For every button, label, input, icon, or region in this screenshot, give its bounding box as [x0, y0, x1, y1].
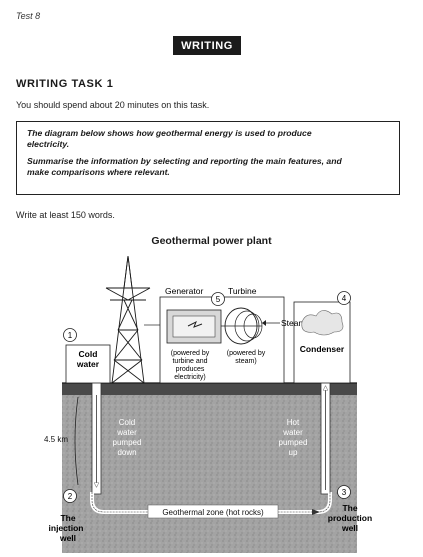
geothermal-zone-label: Geothermal zone (hot rocks): [162, 508, 264, 517]
generator-note-3: produces: [176, 366, 205, 373]
generator-note-4: electricity): [174, 374, 206, 381]
section-banner: WRITING: [173, 36, 241, 55]
injection-well-line-3: well: [59, 533, 76, 543]
cold-pumped-line-2: water: [116, 428, 137, 437]
injection-well-line-2: injection: [49, 523, 84, 533]
geothermal-flow-outline: [91, 492, 331, 513]
step-3-number: 3: [342, 488, 347, 497]
injection-well-line-1: The: [60, 513, 75, 523]
condenser-label: Condenser: [300, 344, 345, 354]
ground-cross-section: [62, 383, 357, 553]
step-3-marker: [337, 485, 351, 499]
task-prompt-box: The diagram below shows how geothermal e…: [16, 121, 400, 195]
summarise-instruction: Summarise the information by selecting a…: [27, 156, 389, 178]
hot-pumped-line-1: Hot: [287, 418, 300, 427]
cold-water-line-1: Cold: [79, 349, 98, 359]
steam-label: Steam: [281, 318, 306, 328]
diagram-title: Geothermal power plant: [151, 235, 272, 247]
summarise-line-1: Summarise the information by selecting a…: [27, 156, 342, 166]
hot-pumped-line-2: water: [282, 428, 303, 437]
step-2-marker: [63, 489, 77, 503]
turbine-note-2: steam): [235, 358, 256, 365]
prompt-line-1: The diagram below shows how geothermal e…: [27, 128, 312, 138]
depth-bracket: [74, 396, 79, 486]
time-instruction: You should spend about 20 minutes on thi…: [16, 100, 210, 110]
step-4-number: 4: [342, 294, 347, 303]
summarise-line-2: make comparisons where relevant.: [27, 167, 170, 177]
generator-note-1: (powered by: [171, 350, 210, 357]
step-5-marker: [211, 292, 225, 306]
steam-cloud-icon: [301, 310, 344, 336]
zone-label-bg: [147, 504, 279, 519]
cold-water-line-2: water: [76, 359, 100, 369]
word-count-instruction: Write at least 150 words.: [16, 210, 115, 220]
step-4-marker: [337, 291, 351, 305]
prompt-line-2: electricity.: [27, 139, 70, 149]
hot-pumped-line-4: up: [289, 448, 298, 457]
task-heading: WRITING TASK 1: [16, 78, 114, 90]
production-well-line-2: production: [328, 513, 372, 523]
cold-pumped-line-4: down: [117, 448, 136, 457]
pylon-icon: [105, 255, 151, 384]
depth-label: 4.5 km: [44, 435, 68, 444]
task-prompt: The diagram below shows how geothermal e…: [27, 128, 389, 150]
hot-pumped-line-3: pumped: [279, 438, 308, 447]
turbine-note-1: (powered by: [227, 350, 266, 357]
ground-surface-layer: [62, 383, 357, 395]
turbine-icon: [221, 307, 263, 345]
step-5-number: 5: [216, 295, 221, 304]
generator-note-2: turbine and: [172, 358, 207, 365]
production-well-line-3: well: [341, 523, 358, 533]
cold-water-box: [65, 344, 111, 384]
step-1-number: 1: [68, 331, 73, 340]
production-well-line-1: The: [342, 503, 357, 513]
lightning-icon: [187, 320, 203, 328]
turbine-label: Turbine: [228, 286, 257, 296]
test-label: Test 8: [16, 11, 41, 21]
flow-arrow-head: [312, 509, 320, 515]
step-1-marker: [63, 328, 77, 342]
cold-pumped-line-1: Cold: [119, 418, 135, 427]
generator-label: Generator: [165, 286, 203, 296]
step-2-number: 2: [68, 492, 73, 501]
cold-pumped-line-3: pumped: [113, 438, 142, 447]
